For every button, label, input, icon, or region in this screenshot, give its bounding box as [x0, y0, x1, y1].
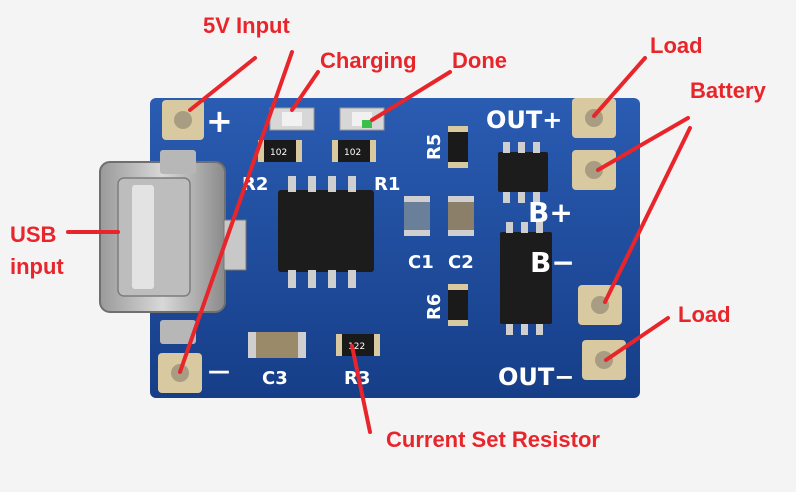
label-done: Done	[452, 48, 507, 73]
capacitor-c3	[248, 332, 306, 358]
arrow-load-top	[592, 56, 647, 118]
b-plus-pad	[572, 150, 616, 190]
silk-c1: C1	[408, 252, 434, 273]
charging-led	[269, 107, 315, 131]
silk-r5: R5	[424, 134, 445, 160]
arrow-done	[370, 70, 452, 122]
label-load-bottom: Load	[678, 302, 731, 327]
usb-connector	[99, 161, 247, 313]
arrow-charging	[290, 70, 320, 112]
protection-ic	[498, 142, 548, 203]
silk-out-minus: OUT−	[498, 363, 574, 391]
arrow-current-set	[350, 344, 372, 434]
code-r3: 122	[348, 342, 365, 352]
mosfet-ic	[500, 222, 552, 335]
label-usb: USB	[10, 222, 57, 247]
code-r1: 102	[344, 148, 361, 158]
resistor-r5	[448, 126, 468, 168]
arrow-load-bottom	[604, 316, 670, 362]
arrow-battery	[596, 116, 690, 172]
b-minus-pad	[578, 285, 622, 325]
label-5v-input: 5V Input	[203, 13, 290, 38]
left-mid-pad	[160, 320, 196, 344]
label-battery: Battery	[690, 78, 766, 103]
silk-b-minus: B−	[530, 246, 575, 279]
capacitor-c1	[404, 196, 430, 236]
left-plus-pad	[162, 100, 204, 140]
done-led	[339, 107, 385, 131]
label-current-set-resistor: Current Set Resistor	[386, 427, 600, 452]
resistor-r2	[258, 140, 302, 162]
arrow-battery	[603, 126, 692, 304]
charger-ic	[278, 176, 374, 288]
label-charging: Charging	[320, 48, 417, 73]
silk-minus: —	[208, 359, 230, 384]
silk-r1: R1	[374, 174, 400, 195]
label-usb-input: input	[10, 254, 64, 279]
resistor-r1	[332, 140, 376, 162]
code-r2: 102	[270, 148, 287, 158]
silk-c2: C2	[448, 252, 474, 273]
resistor-r6	[448, 284, 468, 326]
silk-out-plus: OUT+	[486, 106, 562, 134]
resistor-r3	[336, 334, 380, 356]
capacitor-c2	[448, 196, 474, 236]
label-load-top: Load	[650, 33, 703, 58]
left-mid-pad	[160, 150, 196, 174]
arrow-5v-input	[188, 56, 257, 112]
silk-r6: R6	[424, 294, 445, 320]
silk-plus: +	[206, 102, 233, 140]
arrow-5v-input	[178, 50, 294, 374]
silk-b-plus: B+	[528, 196, 573, 229]
silk-c3: C3	[262, 368, 288, 389]
